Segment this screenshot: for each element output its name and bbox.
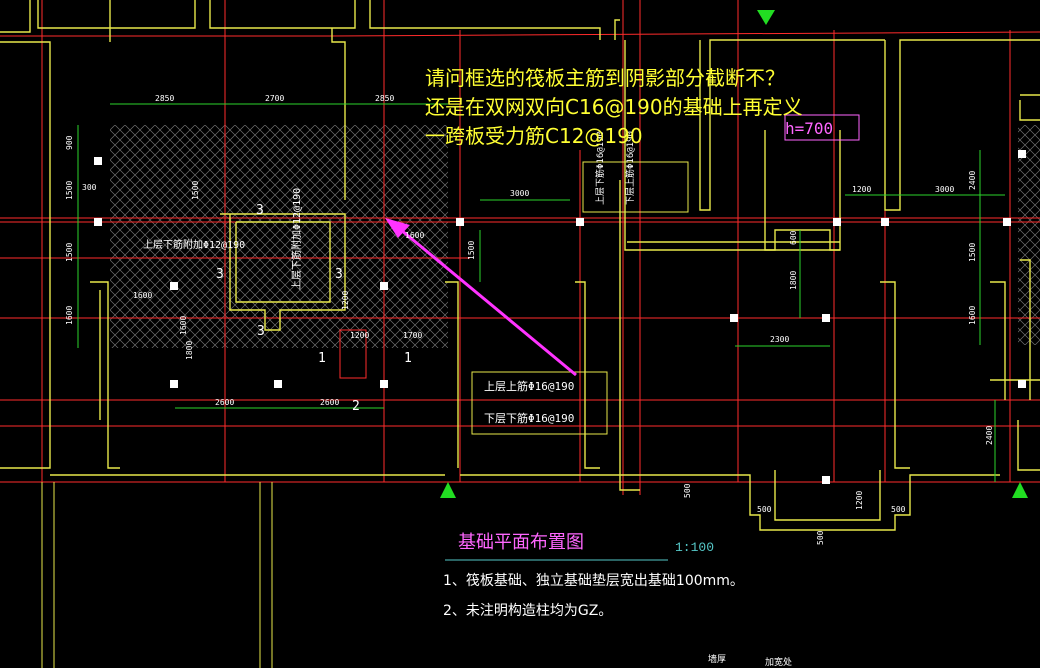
dim-right-14: 500: [816, 530, 825, 545]
dim-mid-5: 1500: [191, 181, 200, 200]
dimension-lines: [77, 103, 1005, 482]
dim-right-6: 600: [789, 230, 798, 245]
dim-mid-3: 1600: [405, 231, 424, 240]
vertical-rebar-label: 上层下筋附加Φ12@190: [290, 188, 303, 290]
drawing-title: 基础平面布置图: [458, 532, 584, 553]
section-mark-6: 2: [352, 399, 360, 414]
dim-right-10: 1200: [855, 491, 864, 510]
dim-right-13: 500: [891, 505, 906, 514]
dim-right-7: 1800: [789, 271, 798, 290]
wall-thickness-label: 墙厚: [708, 653, 726, 665]
section-mark-2: 3: [216, 267, 224, 282]
dim-left-2: 1500: [65, 181, 74, 200]
dim-right-1: 1200: [852, 185, 871, 194]
right-vertical-label-1: 上层下筋Φ16@190: [594, 131, 606, 205]
note-2: 2、未注明构造柱均为GZ。: [443, 603, 613, 619]
dim-right-11: 500: [683, 483, 692, 498]
hatched-slab-region-right: [1018, 125, 1040, 345]
lower-frame-lines: [41, 482, 273, 668]
callout-bottom-label: 下层下筋Φ16@190: [484, 411, 574, 425]
axis-triangle-markers: [440, 10, 1028, 498]
dim-mid-13: 2600: [320, 398, 339, 407]
dim-right-9: 2400: [985, 426, 994, 445]
section-mark-7: 3: [257, 324, 265, 339]
yellow-wall-outlines: [0, 0, 1040, 531]
drawing-scale: 1:100: [675, 540, 715, 555]
rebar-callout-box: [471, 371, 608, 435]
slab-thickness-label: h=700: [785, 119, 833, 138]
section-mark-5: 1: [404, 351, 412, 366]
dim-top-1: 2850: [155, 94, 174, 103]
dim-right-2: 3000: [935, 185, 954, 194]
right-vertical-label-2: 下层上筋Φ16@190: [624, 131, 636, 205]
additional-rebar-label: 上层下筋附加Φ12@190: [143, 238, 245, 251]
section-mark-3: 3: [335, 267, 343, 282]
column-markers: [94, 150, 1026, 484]
dim-mid-2: 1500: [467, 241, 476, 260]
question-text: 请问框选的筏板主筋到阴影部分截断不？ 还是在双网双向C16@190的基础上再定义…: [425, 64, 803, 151]
dim-right-8: 2300: [770, 335, 789, 344]
question-arrow: [385, 218, 577, 377]
dim-mid-8: 1200: [341, 291, 350, 310]
section-mark-4: 1: [318, 351, 326, 366]
dim-mid-12: 2600: [215, 398, 234, 407]
dim-mid-10: 1200: [350, 331, 369, 340]
dim-mid-7: 1800: [185, 341, 194, 360]
dim-mid-4: 300: [82, 183, 97, 192]
dim-mid-6: 1600: [133, 291, 152, 300]
hatched-slab-region: [110, 125, 448, 348]
callout-top-label: 上层上筋Φ16@190: [484, 379, 574, 393]
dim-mid-9: 1700: [403, 331, 422, 340]
note-1: 1、筏板基础、独立基础垫层宽出基础100mm。: [443, 573, 744, 589]
section-mark-1: 3: [256, 203, 264, 218]
dim-left-1: 900: [65, 135, 74, 150]
question-line-3: 一跨板受力筋C12@190: [425, 124, 643, 148]
widening-label: 加宽处: [765, 656, 792, 668]
dim-right-4: 1500: [968, 243, 977, 262]
small-callout-box: [339, 329, 367, 379]
dim-left-4: 1600: [65, 306, 74, 325]
dim-left-3: 1500: [65, 243, 74, 262]
dim-mid-11: 1600: [179, 316, 188, 335]
question-line-1: 请问框选的筏板主筋到阴影部分截断不？: [425, 66, 785, 90]
question-line-2: 还是在双网双向C16@190的基础上再定义: [425, 95, 803, 119]
dim-right-5: 1600: [968, 306, 977, 325]
vertical-label-box: [582, 161, 689, 213]
dim-top-2: 2700: [265, 94, 284, 103]
dim-top-3: 2850: [375, 94, 394, 103]
dim-right-12: 500: [757, 505, 772, 514]
dim-mid-1: 3000: [510, 189, 529, 198]
h700-box: [784, 114, 860, 141]
dim-right-3: 2400: [968, 171, 977, 190]
